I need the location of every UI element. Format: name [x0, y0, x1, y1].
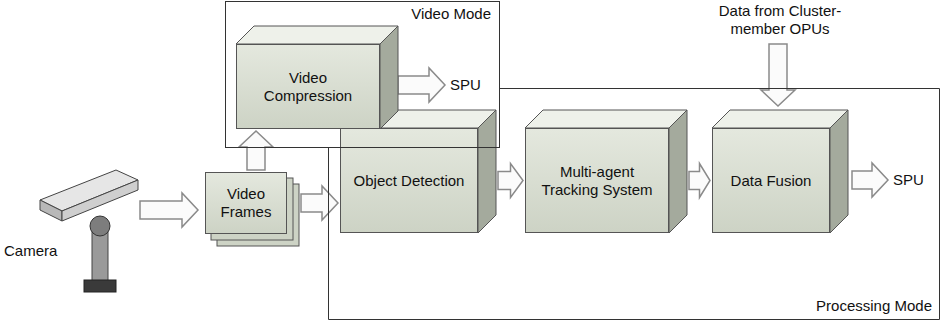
- process-box: Data Fusion: [712, 128, 830, 233]
- camera-mount: [90, 216, 110, 236]
- box-side-face: [669, 110, 687, 233]
- box-side-face: [478, 110, 496, 233]
- box-side-face: [830, 110, 848, 233]
- box-label: Video Frames: [206, 185, 286, 221]
- process-box: Multi-agent Tracking System: [525, 128, 669, 233]
- block-arrow: [140, 193, 198, 227]
- process-box: Video Compression: [236, 44, 380, 129]
- mode-region: Video Compression Video Mode: [225, 1, 500, 148]
- flow-arrow: [239, 131, 273, 170]
- block-arrow: [398, 68, 445, 102]
- flow-arrow: [689, 164, 710, 198]
- camera-housing-side: [62, 180, 138, 221]
- mode-region: Object Detection Multi-agent Tracking Sys…: [328, 88, 940, 320]
- frame-stack: Video Frames: [205, 172, 287, 234]
- process-box: Object Detection: [340, 128, 478, 233]
- box-label: Video Compression: [237, 69, 379, 105]
- block-arrow: [852, 163, 888, 197]
- box-label: Object Detection: [344, 172, 475, 190]
- region-border: [329, 89, 940, 320]
- output-label: SPU: [893, 171, 938, 189]
- camera-housing-front: [40, 200, 62, 221]
- box-top-face: [712, 110, 848, 128]
- camera-illustration: [40, 170, 138, 292]
- box-top-face: [340, 110, 496, 128]
- output-label: SPU: [450, 76, 495, 94]
- box-top-face: [236, 26, 398, 44]
- region-title: Video Mode: [226, 2, 499, 23]
- device-label: Camera: [4, 242, 74, 260]
- block-arrow: [761, 44, 795, 106]
- box-label: Data Fusion: [721, 172, 822, 190]
- input-note: Data from Cluster-member OPUs: [695, 2, 865, 38]
- box-label: Multi-agent Tracking System: [526, 163, 668, 199]
- flow-arrow: [498, 164, 523, 198]
- box-side-face: [380, 26, 398, 129]
- flow-arrow: [301, 186, 338, 220]
- box-top-face: [525, 110, 687, 128]
- camera-base: [84, 280, 116, 292]
- region-title: Processing Mode: [816, 297, 940, 320]
